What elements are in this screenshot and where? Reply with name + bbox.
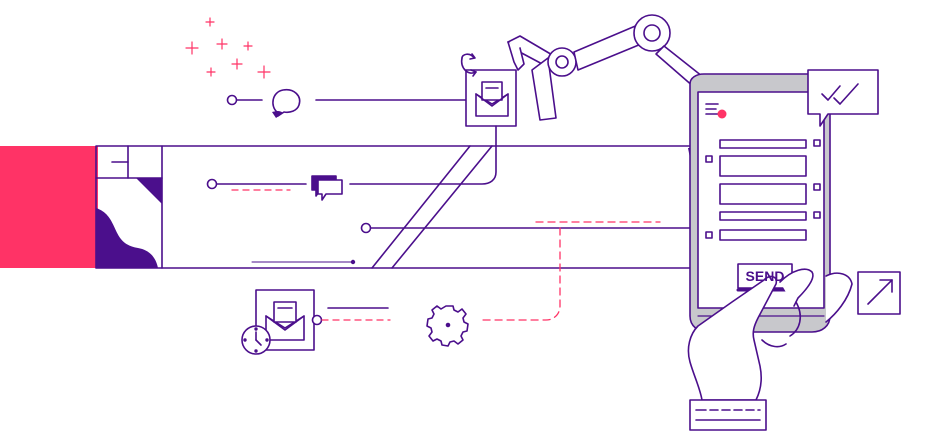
check-marks-icon [807, 69, 879, 127]
hand-icon [687, 268, 853, 431]
lower-flow-line [360, 221, 705, 321]
sparkle-plus-icon [185, 17, 271, 79]
gear-icon [426, 305, 469, 347]
conveyor-band [161, 145, 701, 269]
robot-arm-icon [507, 14, 713, 121]
chat-bubble-icon [272, 88, 301, 118]
middle-flow-line [206, 178, 307, 191]
clock-icon [241, 325, 271, 355]
arrow-up-right-icon[interactable] [857, 271, 901, 315]
left-panel [95, 145, 163, 269]
chat-bubbles-icon [311, 175, 343, 201]
top-flow-line [226, 94, 467, 106]
message-list [705, 139, 821, 241]
envelope-icon [465, 69, 517, 127]
envelope-drop-line [349, 125, 497, 185]
menu-icon [705, 103, 727, 119]
refresh-icon [460, 53, 477, 77]
send-button-label: SEND [746, 268, 785, 284]
bottom-flow-line [311, 307, 391, 326]
accent-block [0, 146, 98, 268]
